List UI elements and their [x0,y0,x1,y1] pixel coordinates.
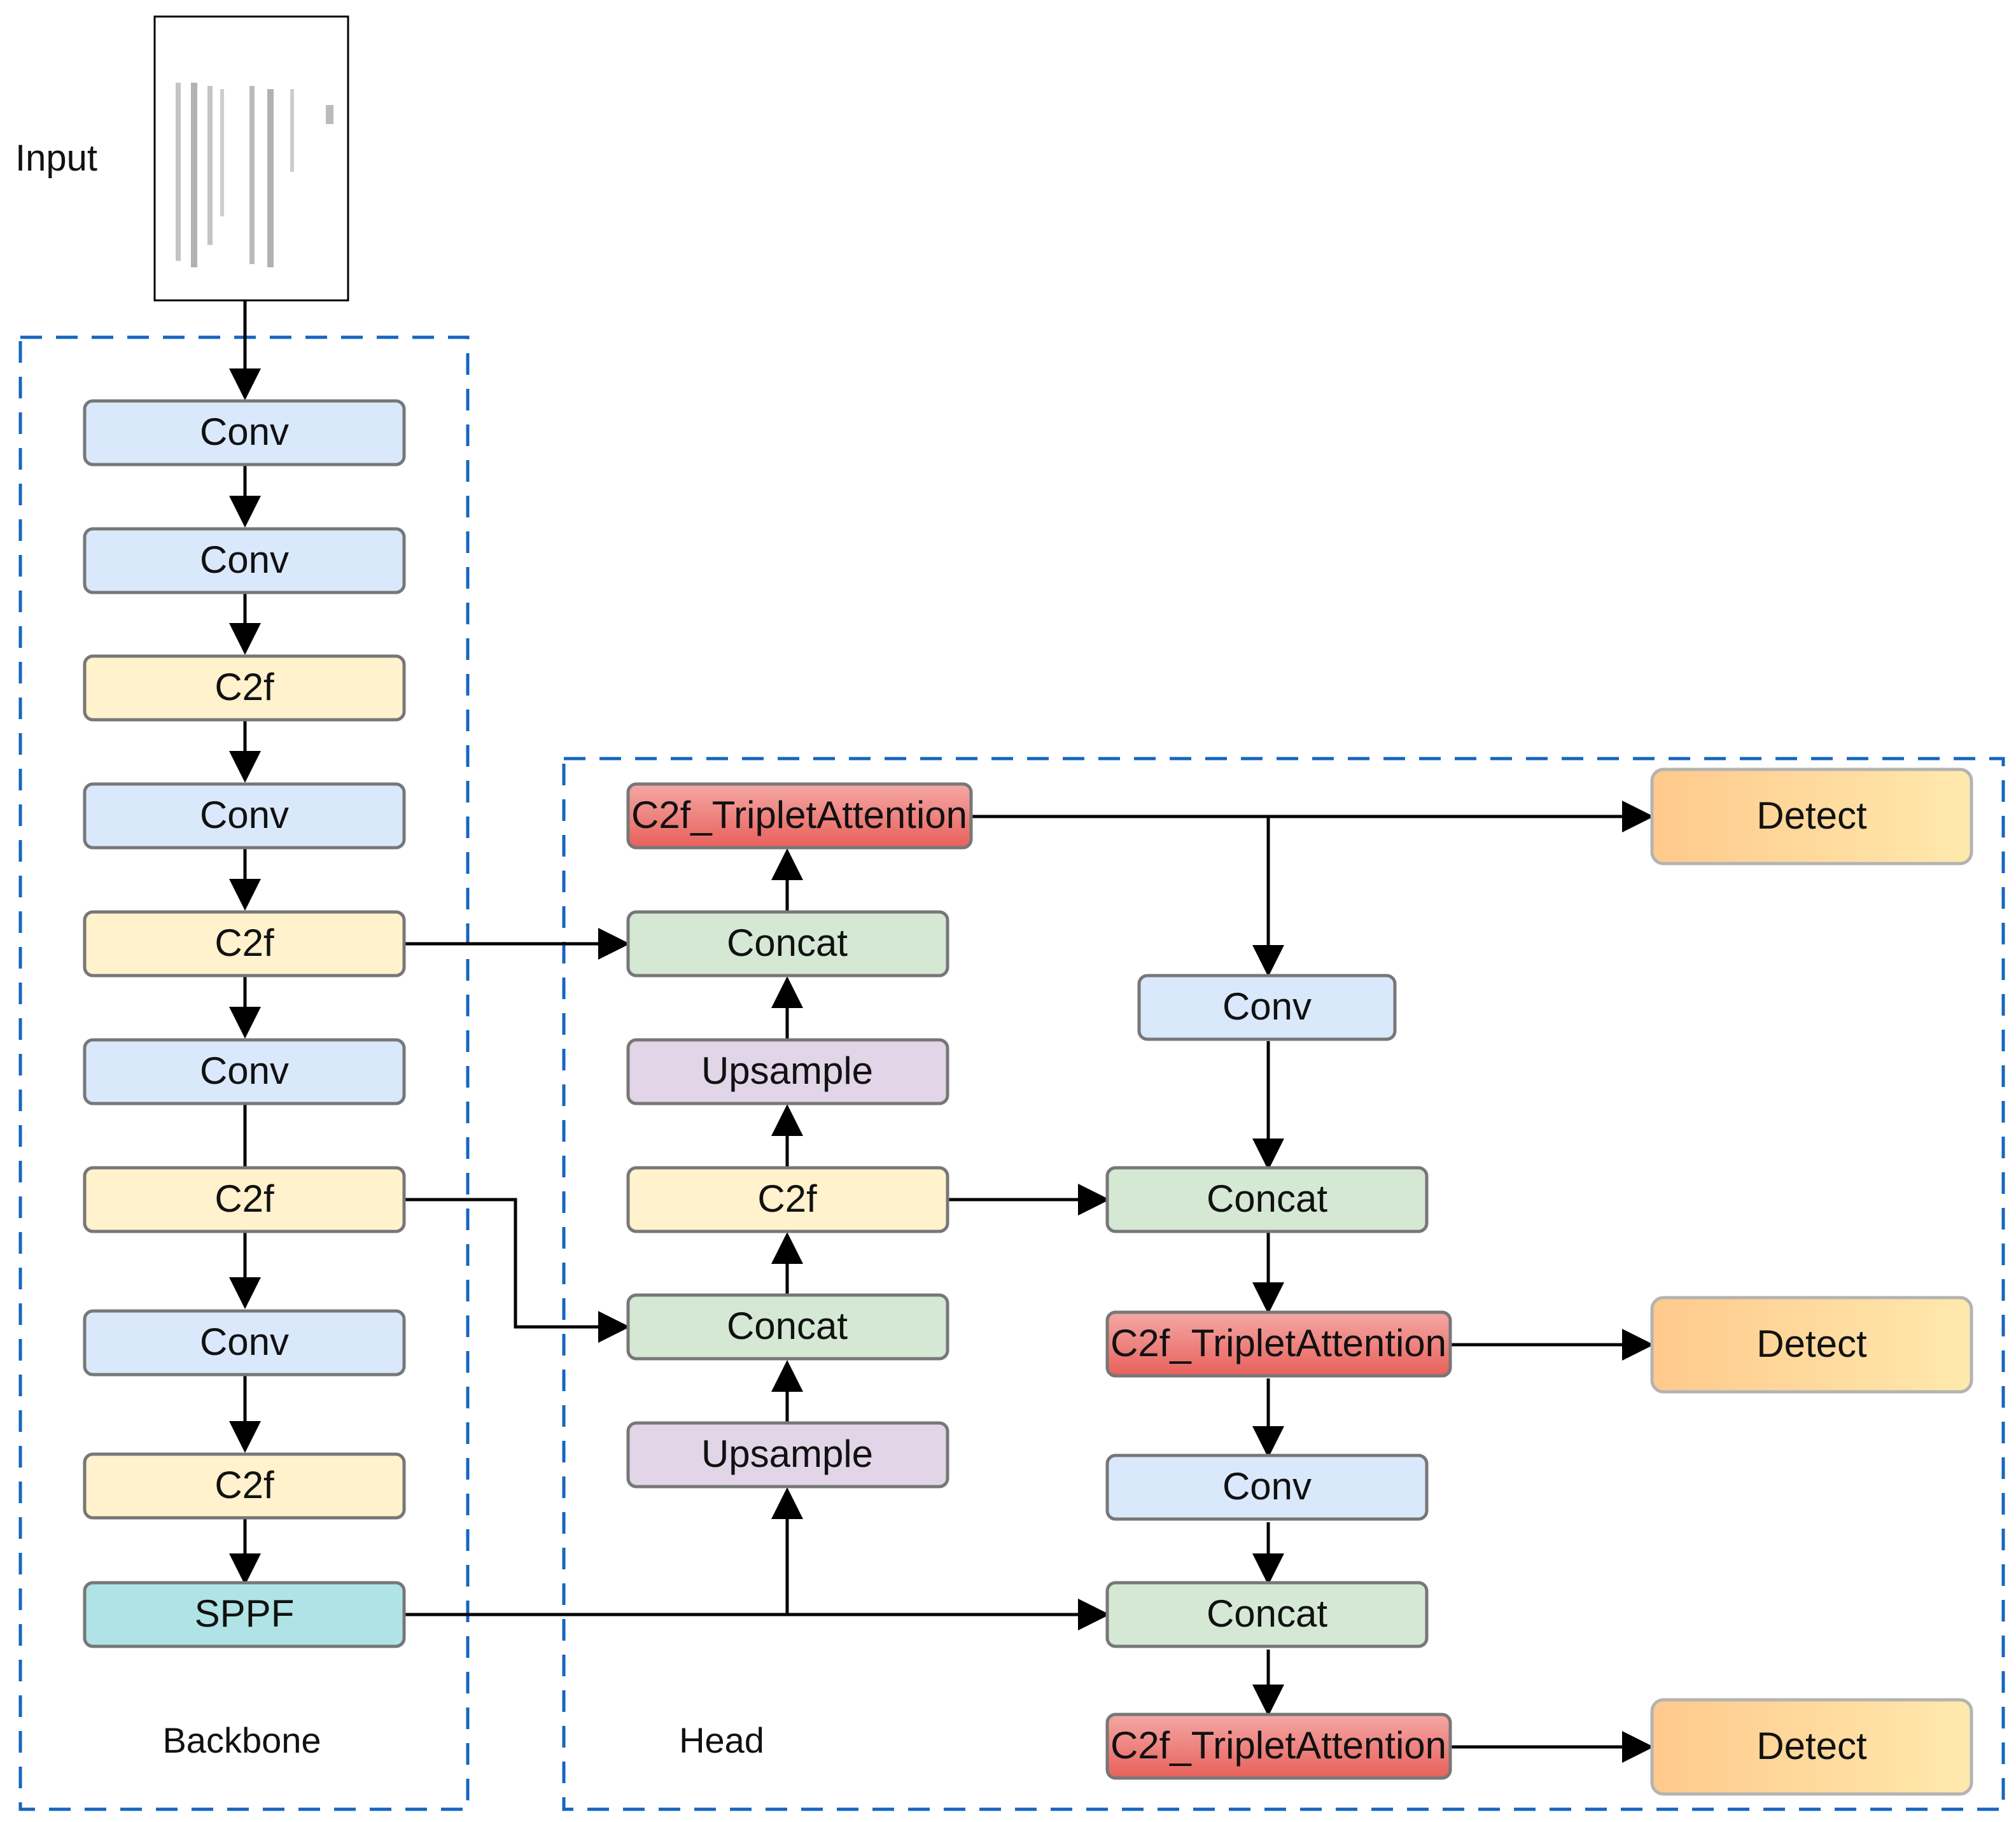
node-label: Conv [1222,1465,1312,1508]
backbone-conv-5: Conv [83,1309,406,1377]
node-label: C2f_TripletAttention [1110,1322,1446,1364]
node-label: Detect [1756,794,1867,837]
head-concat-lower: Concat [626,1293,949,1361]
head-upsample-lower: Upsample [626,1421,949,1489]
node-label: Detect [1756,1322,1867,1365]
node-label: Conv [200,1321,289,1363]
head-conv-upper: Conv [1137,974,1397,1041]
node-label: C2f [214,666,274,708]
head-concat-upper: Concat [626,910,949,978]
head-triplet-attention-top: C2f_TripletAttention [626,782,973,850]
node-label: C2f [214,1177,274,1220]
input-label: Input [15,137,97,179]
backbone-conv-4: Conv [83,1038,406,1105]
node-label: C2f [214,1464,274,1506]
head-concat-right-upper: Concat [1105,1166,1429,1233]
backbone-conv-2: Conv [83,527,406,594]
node-label: C2f [757,1177,817,1220]
head-region [562,757,2005,1811]
node-label: Conv [1222,985,1312,1028]
node-label: C2f_TripletAttention [631,794,967,836]
backbone-conv-1: Conv [83,399,406,466]
node-label: Detect [1756,1725,1867,1767]
node-label: Conv [200,538,289,581]
backbone-conv-3: Conv [83,782,406,850]
head-label: Head [679,1720,764,1760]
head-triplet-attention-middle: C2f_TripletAttention [1105,1310,1452,1378]
detect-bottom: Detect [1650,1698,1973,1796]
head-upsample-upper: Upsample [626,1038,949,1105]
connectors [229,300,1654,1763]
node-label: SPPF [195,1592,295,1635]
backbone-c2f-2: C2f [83,910,406,978]
node-label: C2f_TripletAttention [1110,1724,1446,1767]
input-document-image [153,15,349,302]
backbone-label: Backbone [162,1720,321,1760]
node-label: Concat [1207,1592,1327,1635]
head-concat-right-lower: Concat [1105,1581,1429,1648]
detect-middle: Detect [1650,1296,1973,1394]
node-label: C2f [214,922,274,964]
node-label: Concat [727,1305,848,1347]
node-label: Concat [1207,1177,1327,1220]
head-conv-lower: Conv [1105,1454,1429,1521]
backbone-c2f-3: C2f [83,1166,406,1233]
backbone-c2f-4: C2f [83,1452,406,1520]
node-label: Concat [727,922,848,964]
detect-top: Detect [1650,767,1973,865]
node-label: Upsample [701,1433,873,1475]
head-c2f: C2f [626,1166,949,1233]
node-label: Conv [200,410,289,453]
node-label: Upsample [701,1049,873,1092]
node-label: Conv [200,794,289,836]
head-triplet-attention-bottom: C2f_TripletAttention [1105,1713,1452,1780]
node-label: Conv [200,1049,289,1092]
backbone-c2f-1: C2f [83,654,406,722]
backbone-sppf: SPPF [83,1581,406,1648]
